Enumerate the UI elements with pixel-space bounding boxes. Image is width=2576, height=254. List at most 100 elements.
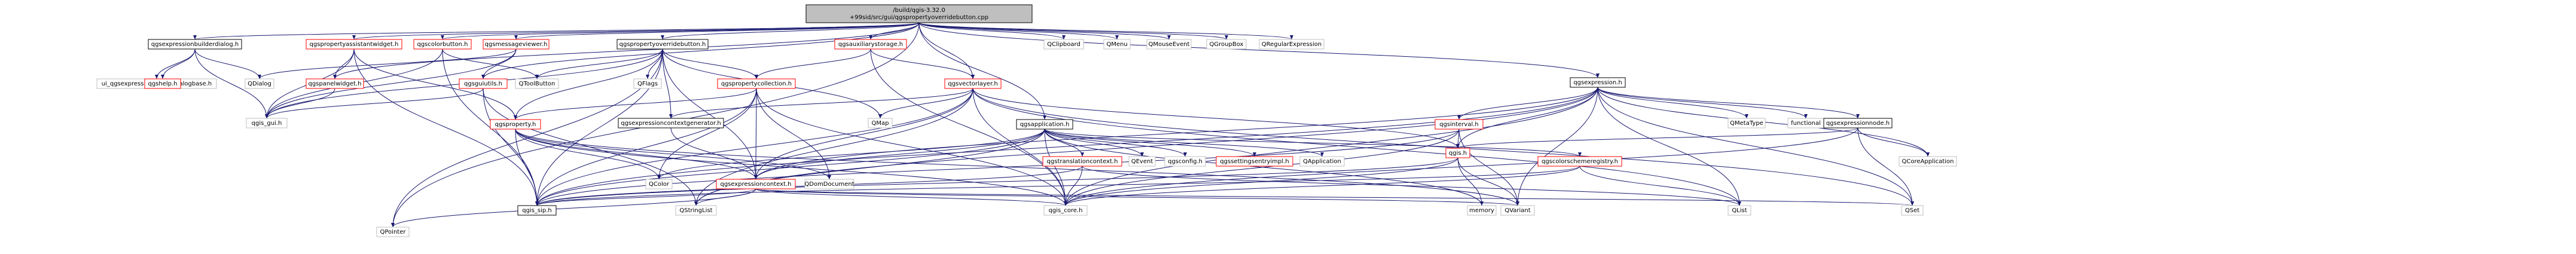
node-label: QClipboard [1047,41,1081,48]
node-QRegularExpression: QRegularExpression [1259,39,1324,50]
node-qgspropertyassistantwidget_h[interactable]: qgspropertyassistantwidget.h [306,39,402,50]
node-label: qgscolorbutton.h [417,41,468,48]
node-qgsmessageviewer_h[interactable]: qgsmessageviewer.h [483,39,550,50]
node-QColor: QColor [645,179,673,189]
node-qgspropertycollection_h[interactable]: qgspropertycollection.h [717,78,796,89]
edge-qgspropertyoverridebutton_h-to-qgis_sip_h [535,48,663,206]
node-label: qgsguiutils.h [464,81,502,87]
node-memory: memory [1467,205,1497,216]
node-label: qgsconfig.h [1168,158,1202,165]
node-label: qgspropertyoverridebutton.h [619,41,706,48]
node-box [490,119,541,130]
node-label: QCoreApplication [1902,158,1954,165]
node-box [1727,205,1751,216]
node-box [616,39,709,50]
node-QStringList: QStringList [675,205,717,216]
node-qgsexpressioncontextgenerator_h[interactable]: qgsexpressioncontextgenerator.h [618,118,724,128]
node-qgsauxiliarystorage_h[interactable]: qgsauxiliarystorage.h [834,39,907,50]
node-qgis_core_h: qgis_core.h [1043,205,1088,216]
edge-root-to-qgsapplication_h [918,22,1046,120]
edge-qgspropertyassistantwidget_h-to-qgspanelwidget_h [333,48,355,79]
node-label: QRegularExpression [1262,41,1322,48]
node-box [515,78,559,89]
node-qgscolorbutton_h[interactable]: qgscolorbutton.h [413,39,472,50]
edge-qgspropertyassistantwidget_h-to-qgis_sip_h [353,48,539,206]
edge-qgsauxiliarystorage_h-to-qgis_core_h [870,48,1067,206]
edge-qgsmessageviewer_h-to-qgis_gui_h [265,48,517,119]
node-box [675,205,717,216]
node-qgsvectorlayer_h[interactable]: qgsvectorlayer.h [944,78,1002,89]
node-label: qgsauxiliarystorage.h [838,41,903,48]
edge-qgsapplication_h-to-QStringList [694,128,1045,206]
node-label: functional [1791,120,1821,127]
node-qgssettingsentryimpl_h[interactable]: qgssettingsentryimpl.h [1216,156,1293,167]
edge-qgsapplication_h-to-qgsconfig_h [1044,128,1187,157]
edge-qgsvectorlayer_h-to-QSet [972,88,1914,206]
node-qgsinterval_h[interactable]: qgsinterval.h [1434,119,1484,130]
node-qgspanelwidget_h[interactable]: qgspanelwidget.h [306,78,364,89]
edge-qgsproperty_h-to-qgis_sip_h [515,128,539,206]
node-layer: /build/qgis-3.32.0+99sid/src/gui/qgsprop… [96,4,1957,237]
node-label: qgsexpressioncontextgenerator.h [621,120,721,127]
node-qgis_sip_h[interactable]: qgis_sip.h [517,205,557,216]
edge-qgsexpressioncontext_h-to-qgis_sip_h [535,188,756,206]
edge-root-to-qgsvectorlayer_h [918,22,975,79]
edge-qgspropertycollection_h-to-QColor [657,88,757,180]
node-label: QMap [872,120,889,127]
node-label: qgscolorschemeregistry.h [1542,158,1618,165]
edge-qgspropertycollection_h-to-qgis_sip_h [535,88,757,206]
node-box [246,118,288,128]
node-box [1042,156,1122,167]
node-QDomDocument: QDomDocument [804,179,854,189]
node-qgstranslationcontext_h[interactable]: qgstranslationcontext.h [1042,156,1122,167]
edge-qgis_h-to-QVariant [1457,157,1519,206]
node-qgsproperty_h[interactable]: qgsproperty.h [490,119,541,130]
edge-qgstranslationcontext_h-to-QList [1082,166,1741,206]
edge-qgsauxiliarystorage_h-to-qgspropertycollection_h [755,48,871,79]
node-label: qgis_gui.h [252,120,282,127]
node-qgsguiutils_h[interactable]: qgsguiutils.h [459,78,508,89]
node-box [1043,205,1088,216]
node-box [1259,39,1324,50]
node-label: QApplication [1303,158,1341,165]
edge-root-to-qgscolorbutton_h [441,22,920,40]
edge-qgsproperty_h-to-qgsexpressioncontext_h [515,128,758,180]
node-box [1043,39,1084,50]
edge-qgsvectorlayer_h-to-QStringList [694,88,973,206]
node-box [144,78,181,89]
node-box [1500,205,1535,216]
node-QMenu: QMenu [1103,39,1131,50]
edge-qgsvectorlayer_h-to-qgis_h [972,88,1460,149]
node-qgsapplication_h[interactable]: qgsapplication.h [1016,119,1073,130]
node-qgsexpressionbuilderdialog_h[interactable]: qgsexpressionbuilderdialog.h [148,39,242,50]
edge-qgsexpressioncontext_h-to-QPointer [391,188,756,228]
node-QClipboard: QClipboard [1043,39,1084,50]
node-box [1727,118,1766,128]
node-label: QMenu [1106,41,1127,48]
node-qgsexpression_h[interactable]: qgsexpression.h [1570,77,1626,88]
node-QMouseEvent: QMouseEvent [1146,39,1192,50]
edge-qgsexpression_h-to-qgis_core_h [1064,87,1598,206]
node-qgscolorschemeregistry_h[interactable]: qgscolorschemeregistry.h [1537,156,1622,167]
edge-qgsmessageviewer_h-to-QDialog [258,48,517,79]
edge-qgsvectorlayer_h-to-qgis_sip_h [535,88,973,206]
node-label: QMetaType [1730,120,1763,127]
edge-qgscolorschemeregistry_h-to-qgis_sip_h [535,166,1580,206]
node-QList: QList [1727,205,1751,216]
node-box [459,78,508,89]
node-QPointer: QPointer [376,227,410,237]
node-qgsexpressionnode_h[interactable]: qgsexpressionnode.h [1823,118,1893,128]
edge-root-to-QRegularExpression [918,22,1293,40]
node-label: QGroupBox [1210,41,1244,48]
edge-qgspropertyoverridebutton_h-to-qgspropertycollection_h [662,48,758,79]
node-qgspropertyoverridebutton_h[interactable]: qgspropertyoverridebutton.h [616,39,709,50]
node-box [804,179,854,189]
node-qgis_h[interactable]: qgis.h [1445,148,1470,158]
edge-qgsexpression_h-to-QVariant [1516,87,1598,206]
node-root[interactable]: /build/qgis-3.32.0+99sid/src/gui/qgsprop… [805,4,1033,23]
edge-qgspropertyoverridebutton_h-to-qgsexpressioncontextgenerator_h [662,48,673,119]
node-qgsexpressioncontext_h[interactable]: qgsexpressioncontext.h [716,179,796,189]
node-qgshelp_h[interactable]: qgshelp.h [144,78,181,89]
edge-qgspropertyoverridebutton_h-to-QToolButton [535,48,663,79]
node-box [645,179,673,189]
